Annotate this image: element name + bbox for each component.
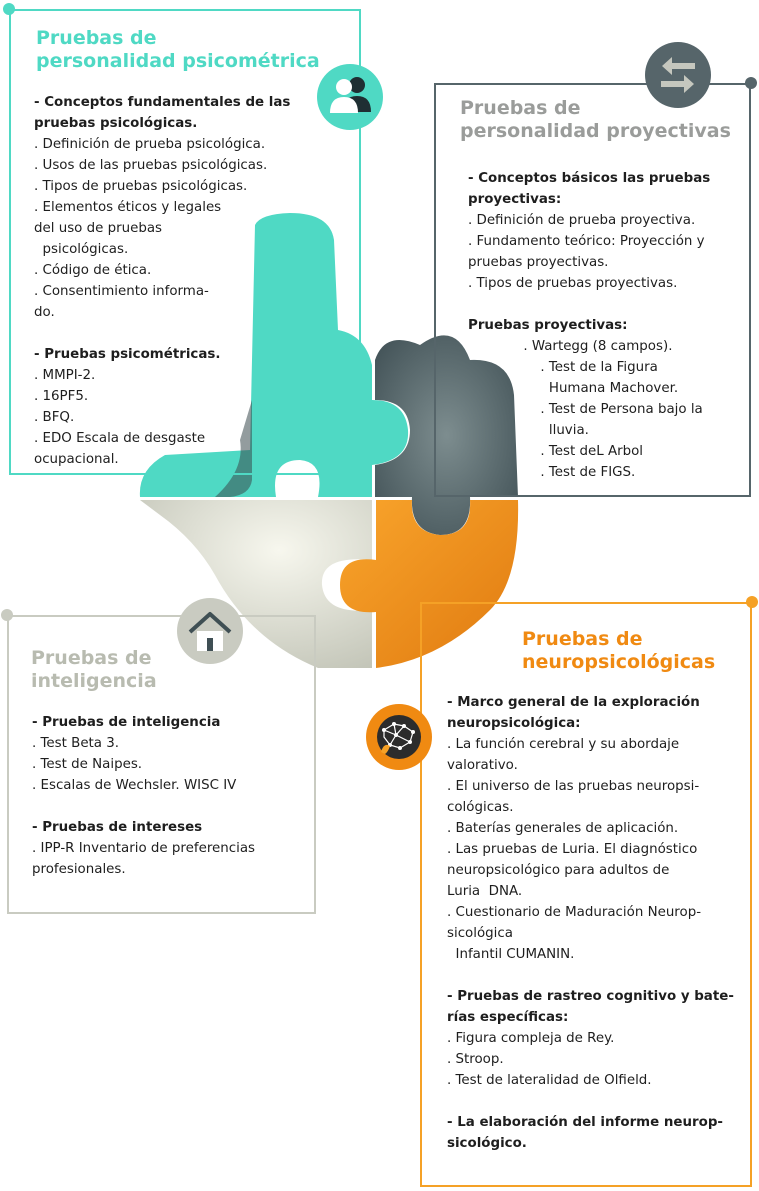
text-line: - Conceptos fundamentales de las: [34, 95, 291, 110]
text-line: . BFQ.: [34, 410, 75, 425]
text-line: . Tipos de pruebas proyectivas.: [468, 276, 678, 291]
people-icon: [317, 64, 383, 130]
title-line: personalidad psicométrica: [36, 50, 320, 72]
brain-network-icon: [366, 704, 432, 770]
text-line: [34, 323, 290, 344]
frame-inteligencia: [7, 615, 316, 914]
text-line: Luria DNA.: [447, 884, 523, 899]
frame-psicometrica: [9, 9, 361, 475]
text-line: . Test de la Figura: [468, 360, 658, 375]
text-line: . EDO Escala de desgaste: [34, 431, 206, 446]
text-line: rías específicas:: [447, 1010, 569, 1025]
text-line: del uso de pruebas: [34, 221, 163, 236]
text-line: . MMPI-2.: [34, 368, 96, 383]
text-line: sicológico.: [447, 1136, 527, 1151]
frame-dot: [746, 596, 758, 608]
text-line: neuropsicológica:: [447, 716, 581, 731]
title-line: Pruebas de: [36, 27, 157, 49]
puzzle-piece-teal: [139, 213, 409, 497]
text-line: . Consentimiento informa-: [34, 284, 209, 299]
title-line: personalidad proyectivas: [460, 120, 731, 142]
text-line: proyectivas:: [468, 192, 562, 207]
text-line: . Elementos éticos y legales: [34, 200, 222, 215]
text-line: . Definición de prueba proyectiva.: [468, 213, 696, 228]
text-line: do.: [34, 305, 55, 320]
text-line: . El universo de las pruebas neuropsi-: [447, 779, 700, 794]
text-line: . IPP-R Inventario de preferencias: [32, 841, 256, 856]
text-line: . Figura compleja de Rey.: [447, 1031, 615, 1046]
text-line: pruebas proyectivas.: [468, 255, 609, 270]
text-line: . Stroop.: [447, 1052, 504, 1067]
text-line: - Conceptos básicos las pruebas: [468, 171, 711, 186]
title-proyectivas: Pruebas de personalidad proyectivas: [460, 97, 731, 143]
text-line: Humana Machover.: [468, 381, 679, 396]
text-line: lluvia.: [468, 423, 589, 438]
title-inteligencia: Pruebas de inteligencia: [31, 647, 157, 693]
text-line: - Pruebas de rastreo cognitivo y bate-: [447, 989, 734, 1004]
content-psicometrica: - Conceptos fundamentales de las pruebas …: [34, 92, 290, 470]
content-neuro: - Marco general de la exploración neurops…: [447, 692, 734, 1154]
text-line: [447, 965, 734, 986]
text-line: . Las pruebas de Luria. El diagnóstico: [447, 842, 698, 857]
text-line: cológicas.: [447, 800, 514, 815]
text-line: neuropsicológico para adultos de: [447, 863, 670, 878]
exchange-arrows-icon: [645, 42, 711, 108]
text-line: . Definición de prueba psicológica.: [34, 137, 266, 152]
text-line: . Test de Naipes.: [32, 757, 143, 772]
title-line: Pruebas de: [460, 97, 581, 119]
text-line: psicológicas.: [34, 242, 129, 257]
text-line: - Marco general de la exploración: [447, 695, 700, 710]
text-line: . Tipos de pruebas psicológicas.: [34, 179, 248, 194]
text-line: sicológica: [447, 926, 513, 941]
title-neuro: Pruebas de neuropsicológicas: [522, 628, 715, 674]
text-line: . Test de FIGS.: [468, 465, 636, 480]
title-line: Pruebas de: [522, 628, 643, 650]
text-line: [468, 294, 710, 315]
text-line: . Código de ética.: [34, 263, 152, 278]
text-line: . Usos de las pruebas psicológicas.: [34, 158, 268, 173]
puzzle-piece-orange: [340, 500, 519, 668]
frame-neuro: [420, 602, 752, 1187]
title-line: Pruebas de: [31, 647, 152, 669]
house-icon: [177, 598, 243, 664]
text-line: - La elaboración del informe neurop-: [447, 1115, 723, 1130]
text-line: pruebas psicológicas.: [34, 116, 198, 131]
text-line: Pruebas proyectivas:: [468, 318, 628, 333]
text-line: . Test de lateralidad de Olfield.: [447, 1073, 652, 1088]
text-line: . Cuestionario de Maduración Neurop-: [447, 905, 702, 920]
text-line: ocupacional.: [34, 452, 119, 467]
text-line: . Baterías generales de aplicación.: [447, 821, 679, 836]
text-line: . Test deL Arbol: [468, 444, 644, 459]
puzzle-piece-dark: [375, 335, 518, 535]
title-line: neuropsicológicas: [522, 651, 716, 673]
text-line: - Pruebas de intereses: [32, 820, 203, 835]
text-line: [32, 796, 255, 817]
text-line: . 16PF5.: [34, 389, 89, 404]
title-psicometrica: Pruebas de personalidad psicométrica: [36, 27, 320, 73]
text-line: . Test Beta 3.: [32, 736, 120, 751]
text-line: . Escalas de Wechsler. WISC IV: [32, 778, 237, 793]
text-line: . Wartegg (8 campos).: [468, 339, 673, 354]
text-line: [447, 1091, 734, 1112]
frame-dot: [3, 3, 15, 15]
content-proyectivas: - Conceptos básicos las pruebas proyectiv…: [468, 168, 710, 483]
frame-proyectivas: [434, 83, 751, 497]
text-line: - Pruebas psicométricas.: [34, 347, 221, 362]
text-line: . Test de Persona bajo la: [468, 402, 703, 417]
text-line: profesionales.: [32, 862, 126, 877]
frame-dot: [745, 77, 757, 89]
title-line: inteligencia: [31, 670, 157, 692]
text-line: - Pruebas de inteligencia: [32, 715, 221, 730]
frame-dot: [1, 609, 13, 621]
text-line: valorativo.: [447, 758, 518, 773]
text-line: . La función cerebral y su abordaje: [447, 737, 680, 752]
text-line: . Fundamento teórico: Proyección y: [468, 234, 705, 249]
content-inteligencia: - Pruebas de inteligencia . Test Beta 3..…: [32, 712, 255, 880]
text-line: Infantil CUMANIN.: [447, 947, 575, 962]
